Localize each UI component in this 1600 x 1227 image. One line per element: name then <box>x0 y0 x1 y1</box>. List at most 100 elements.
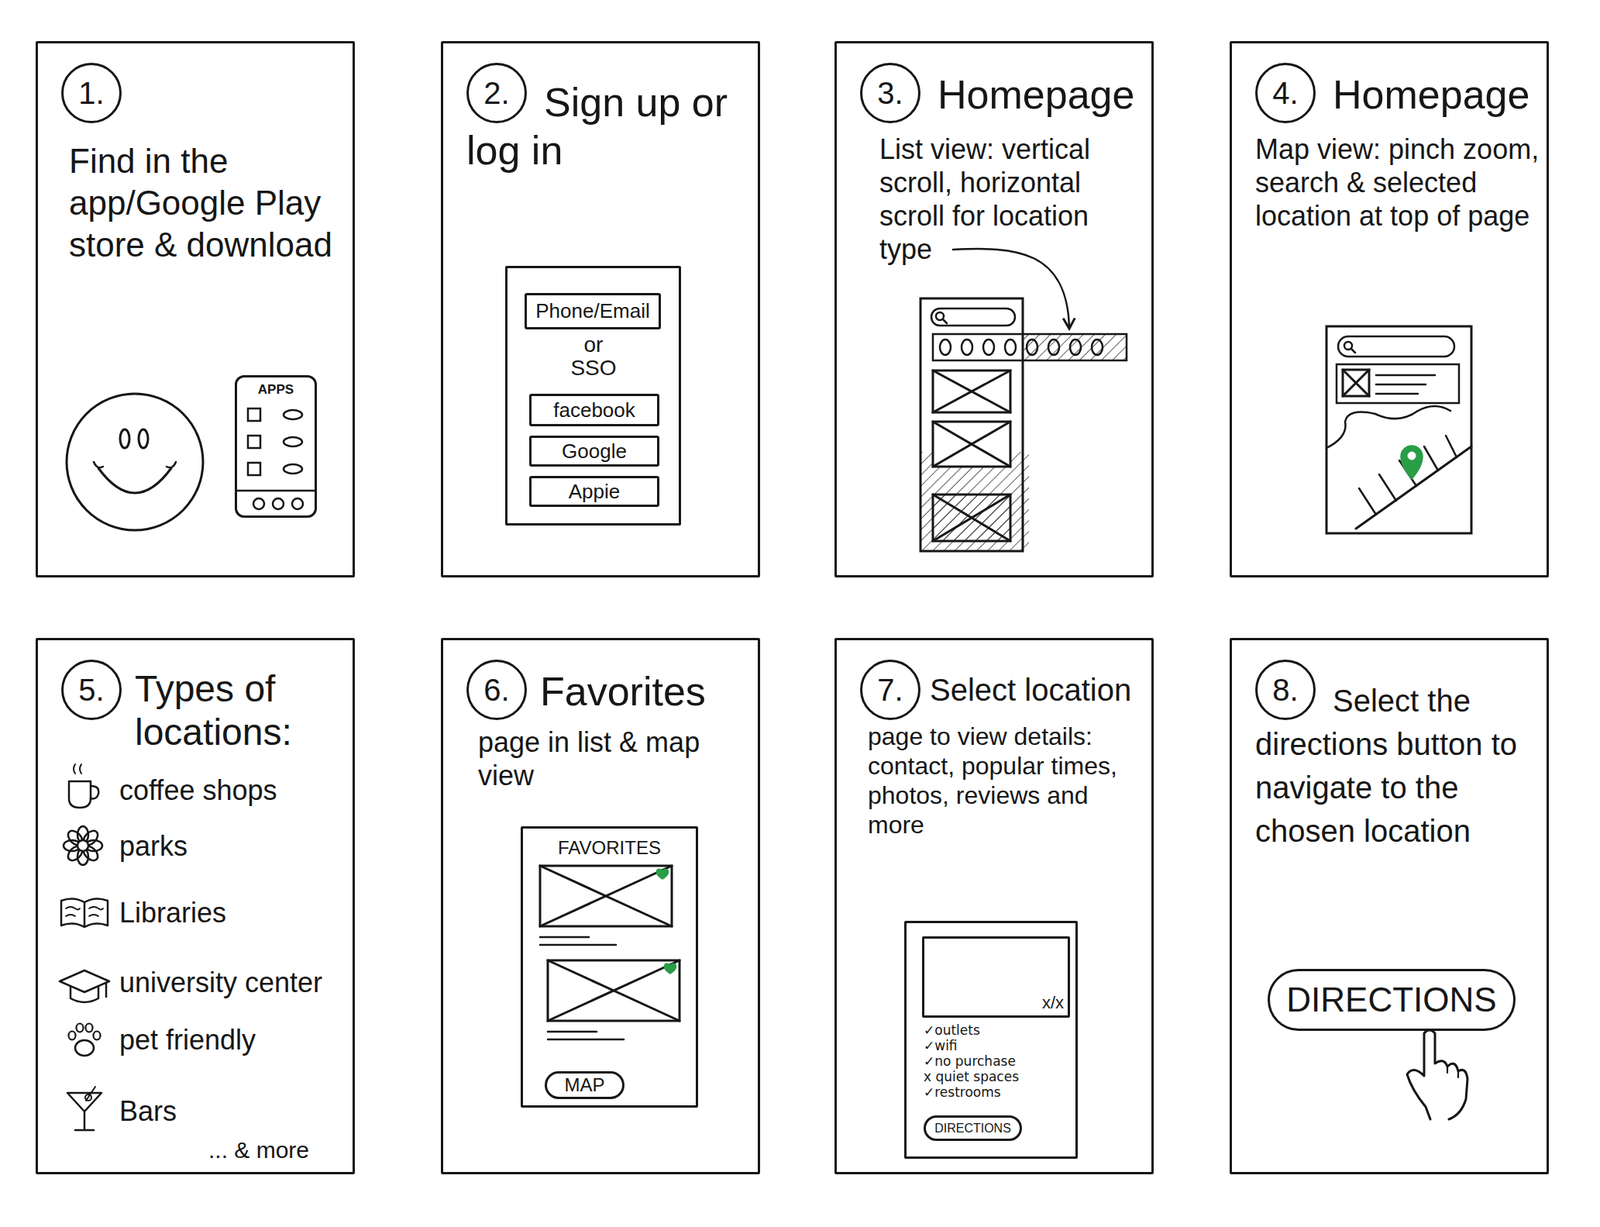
location-type-item: pet friendly <box>119 1022 345 1057</box>
location-type-item: ... & more <box>208 1135 341 1164</box>
phone-outline <box>1326 326 1472 534</box>
amenity-check: ✓wifi <box>923 1037 1071 1053</box>
flower-petal <box>85 839 103 851</box>
coffee-icon <box>90 785 99 799</box>
button-label: Appie <box>568 480 621 503</box>
flower-petal <box>65 827 85 847</box>
sketch-label: or SSO <box>569 333 618 380</box>
location-type-chip <box>1048 339 1060 355</box>
step-number: 7. <box>860 659 921 720</box>
storyboard-panel: 4.HomepageMap view: pinch zoom, search &… <box>1229 41 1549 578</box>
button-label: facebook <box>553 399 636 422</box>
button-label: Phone/Email <box>535 299 650 323</box>
step-title: Find in the app/Google Play store & down… <box>68 140 356 266</box>
flower-petal <box>80 843 100 863</box>
storyboard-panel: 3.HomepageList view: vertical scroll, ho… <box>834 41 1154 578</box>
smiley-eye <box>120 429 130 448</box>
image-cross <box>932 494 1011 541</box>
button-sketch: MAP <box>544 1070 625 1099</box>
step-number: 3. <box>860 62 921 124</box>
step-number: 4. <box>1255 62 1316 124</box>
amenity-check: ✓restrooms <box>923 1083 1071 1100</box>
button-sketch: facebook <box>529 393 660 427</box>
text-line <box>547 1031 624 1040</box>
image-placeholder <box>932 421 1011 467</box>
paw-toe <box>86 1023 93 1033</box>
storyboard-panel: 8.Select the directions button to naviga… <box>1229 637 1549 1174</box>
step-title: Homepage <box>1332 70 1542 119</box>
flower-petal <box>77 847 89 865</box>
flower-petal <box>77 825 89 844</box>
smiley-face <box>66 393 204 530</box>
pointing-hand <box>1447 1066 1459 1077</box>
location-type-chip <box>1091 339 1103 355</box>
image-cross <box>1342 369 1370 396</box>
dock-dot <box>253 498 265 510</box>
search-bar <box>1338 336 1455 357</box>
martini-pick <box>86 1086 96 1101</box>
book-icon <box>61 898 108 927</box>
phone-outline <box>920 298 1023 551</box>
flower-petal <box>65 843 85 863</box>
sketch-illustration <box>37 43 358 580</box>
martini-icon <box>67 1092 102 1130</box>
sketch-illustration <box>1231 640 1552 1177</box>
search-icon <box>1351 348 1356 353</box>
map-side-street <box>1359 435 1457 515</box>
step-body: page to view details: contact, popular t… <box>867 721 1147 840</box>
annotation-arrow <box>953 248 1070 329</box>
screen-wireframe: FAVORITES MAP <box>520 825 699 1108</box>
image-cross <box>932 370 1011 413</box>
image-cross <box>932 421 1011 467</box>
image-cross <box>547 960 680 1021</box>
storyboard-panel: 6.Favoritespage in list & map viewFAVORI… <box>440 637 761 1174</box>
phone-sketch: APPS <box>234 375 317 518</box>
step-title: Sign up or log in <box>466 78 746 175</box>
flower-petal <box>63 839 81 851</box>
coffee-steam <box>73 763 82 774</box>
location-type-chip <box>983 339 995 355</box>
sketch-label: APPS <box>237 381 315 398</box>
button-sketch: DIRECTIONS <box>1267 968 1516 1031</box>
amenity-check: ✓no purchase <box>923 1052 1071 1069</box>
button-sketch: DIRECTIONS <box>923 1114 1022 1141</box>
hatched-scroll-area <box>1022 333 1127 361</box>
button-label: MAP <box>564 1074 605 1095</box>
dock-dot <box>292 498 303 510</box>
image-placeholder <box>932 370 1011 413</box>
app-label-line <box>283 464 303 474</box>
paw-icon <box>75 1039 94 1056</box>
image-placeholder <box>1342 369 1370 396</box>
smiley-mouth <box>98 467 172 493</box>
image-placeholder <box>547 960 680 1021</box>
button-sketch: Appie <box>529 475 660 507</box>
coffee-icon <box>68 781 91 808</box>
button-sketch: Phone/Email <box>524 292 661 330</box>
step-title: Homepage <box>937 70 1147 119</box>
sketch-illustration <box>1231 43 1552 580</box>
step-title: Select location <box>929 670 1151 709</box>
location-type-item: Bars <box>119 1094 345 1128</box>
location-type-item: coffee shops <box>119 773 345 807</box>
location-type-chip <box>1004 339 1016 355</box>
map-pin <box>1400 445 1423 479</box>
step-title: Types of locations: <box>134 667 345 754</box>
location-type-chip <box>961 339 973 355</box>
storyboard-panel: 1.Find in the app/Google Play store & do… <box>35 41 355 578</box>
button-label: Google <box>561 440 627 463</box>
favorite-heart <box>656 868 668 879</box>
pointing-hand <box>1407 1029 1468 1119</box>
map-pin-hole <box>1407 451 1416 460</box>
sketch-illustration <box>237 377 320 520</box>
photo-placeholder: x/x <box>922 935 1071 1018</box>
favorite-heart <box>664 963 676 974</box>
amenity-check: ✓outlets <box>923 1021 1071 1038</box>
paw-toe <box>76 1023 84 1033</box>
app-icon <box>247 462 261 475</box>
screen-wireframe: ✓outlets✓wifi✓no purchasex quiet spaces✓… <box>904 920 1078 1159</box>
map-shoreline <box>1326 406 1451 448</box>
sketch-label: FAVORITES <box>523 836 696 859</box>
storyboard-panel: 5.Types of locations:coffee shopsparksLi… <box>35 637 355 1174</box>
location-type-item: Libraries <box>119 895 345 930</box>
search-icon <box>1344 341 1353 350</box>
